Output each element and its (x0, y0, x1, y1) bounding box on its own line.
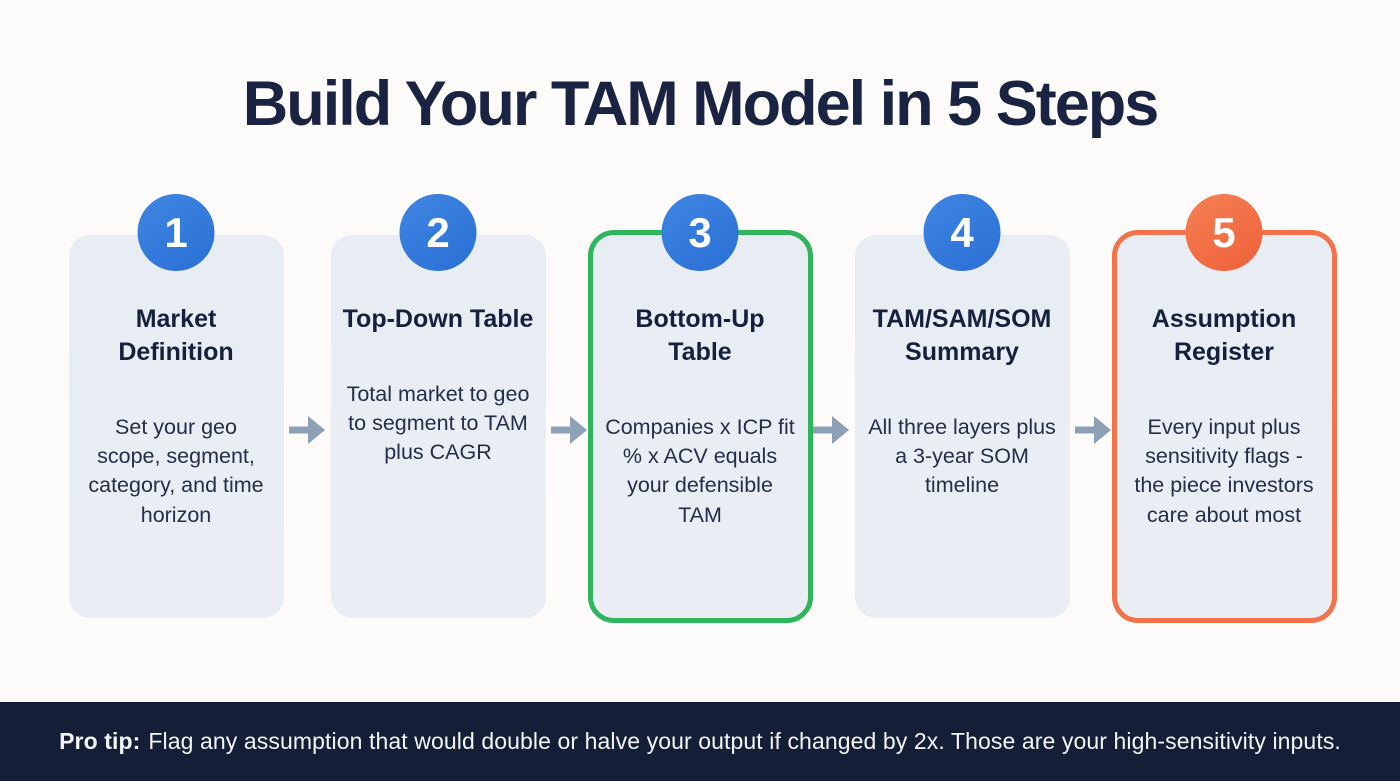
flow-arrow-3 (812, 414, 850, 446)
flow-arrow-4 (1074, 414, 1112, 446)
pro-tip-text: Pro tip: Flag any assumption that would d… (59, 728, 1341, 755)
step-number-badge-5: 5 (1185, 194, 1263, 271)
page-title: Build Your TAM Model in 5 Steps (242, 69, 1160, 139)
pro-tip-body: Flag any assumption that would double or… (148, 728, 1341, 754)
step-title-5: Assumption Register (1151, 305, 1297, 366)
step-title-2: Top-Down Table (342, 305, 534, 333)
right-arrow-icon (1074, 416, 1111, 444)
step-number-badge-4: 4 (923, 194, 1001, 271)
pro-tip-bar: Pro tip: Flag any assumption that would d… (0, 702, 1400, 781)
step-number-badge-3: 3 (661, 194, 739, 271)
step-title-4: TAM/SAM/SOM Summary (872, 305, 1052, 366)
step-description-2: Total market to geo to segment to TAM pl… (346, 382, 530, 465)
flow-arrow-2 (550, 414, 588, 446)
step-description-1: Set your geo scope, segment, category, a… (88, 415, 264, 527)
step-card-2: 2 Top-Down Table Total market to geo to … (326, 194, 551, 623)
step-description-3: Companies x ICP fit % x ACV equals your … (605, 415, 795, 527)
steps-row: 1 Market Definition Set your geo scope, … (64, 190, 1337, 623)
step-description-4: All three layers plus a 3-year SOM timel… (868, 415, 1056, 498)
step-card-5: 5 Assumption Register Every input plus s… (1111, 194, 1337, 623)
step-description-5: Every input plus sensitivity flags - the… (1134, 415, 1314, 527)
step-card-3: 3 Bottom-Up Table Companies x ICP fit % … (587, 194, 813, 623)
step-number-badge-2: 2 (399, 194, 477, 271)
right-arrow-icon (288, 416, 325, 444)
right-arrow-icon (812, 416, 849, 444)
step-title-3: Bottom-Up Table (635, 305, 765, 366)
step-title-1: Market Definition (118, 305, 234, 366)
pro-tip-label: Pro tip: (59, 728, 141, 754)
step-card-4: 4 TAM/SAM/SOM Summary All three layers p… (850, 194, 1075, 623)
right-arrow-icon (550, 416, 587, 444)
step-number-badge-1: 1 (137, 194, 215, 271)
step-card-1: 1 Market Definition Set your geo scope, … (64, 194, 289, 623)
flow-arrow-1 (288, 414, 326, 446)
